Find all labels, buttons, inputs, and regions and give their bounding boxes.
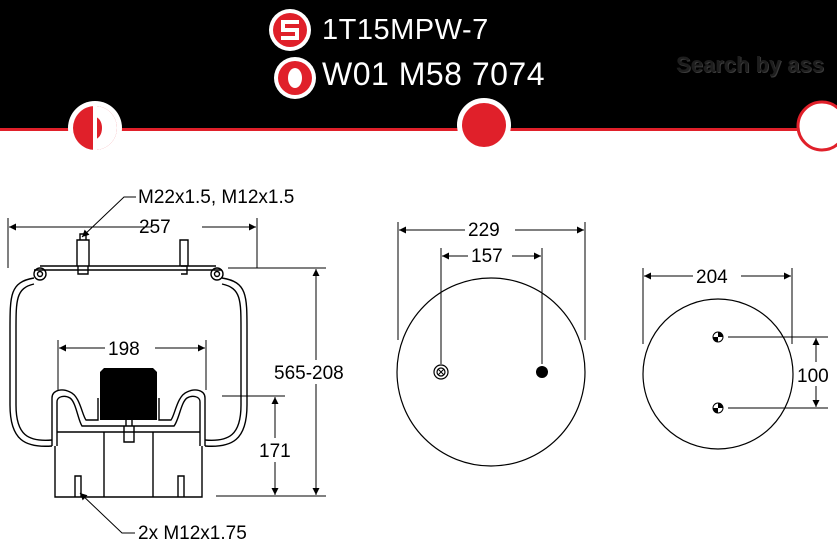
bottom-plate-view xyxy=(642,268,828,450)
mount-hole-icon xyxy=(712,402,724,414)
mount-hole-icon xyxy=(712,331,724,343)
dim-257-bg xyxy=(152,218,202,238)
dim-204-bg xyxy=(693,266,741,286)
piston-height-label: 171 xyxy=(259,441,291,462)
bumper-block xyxy=(100,368,157,420)
stud-spacing-label: 157 xyxy=(471,246,503,267)
height-range-label: 565-208 xyxy=(274,363,344,384)
half-circle-icon[interactable] xyxy=(68,101,122,155)
oem-number: W01 M58 7074 xyxy=(322,56,546,92)
o-brand-icon[interactable] xyxy=(274,57,316,99)
stud-hole xyxy=(536,366,548,378)
top-width-label: 257 xyxy=(139,217,171,238)
hole-spacing-label: 100 xyxy=(797,366,829,387)
part-number: 1T15MPW-7 xyxy=(322,14,489,46)
dim-198-bg xyxy=(105,338,155,358)
header-banner xyxy=(0,0,837,130)
dim-565-bg xyxy=(272,360,360,384)
bottom-plate-diameter-label: 204 xyxy=(696,267,728,288)
red-circle-icon[interactable] xyxy=(457,98,511,152)
dim-229-bg xyxy=(465,220,515,240)
dim-171-bg xyxy=(256,438,298,462)
s-brand-icon[interactable] xyxy=(269,9,311,51)
piston-width-label: 198 xyxy=(108,339,140,360)
search-hint[interactable]: Search by ass xyxy=(676,52,824,77)
side-view xyxy=(9,233,248,498)
top-plate-view xyxy=(396,222,586,467)
dim-100-bg xyxy=(796,362,836,386)
top-plate-diameter-label: 229 xyxy=(468,220,500,241)
bottom-callout-label: 2x M12x1.75 xyxy=(138,523,247,544)
red-circle-partial-icon[interactable] xyxy=(796,100,837,152)
thread-callout-label: M22x1.5, M12x1.5 xyxy=(138,187,294,208)
dim-157-bg xyxy=(468,246,512,266)
header-accent-line xyxy=(0,128,837,131)
